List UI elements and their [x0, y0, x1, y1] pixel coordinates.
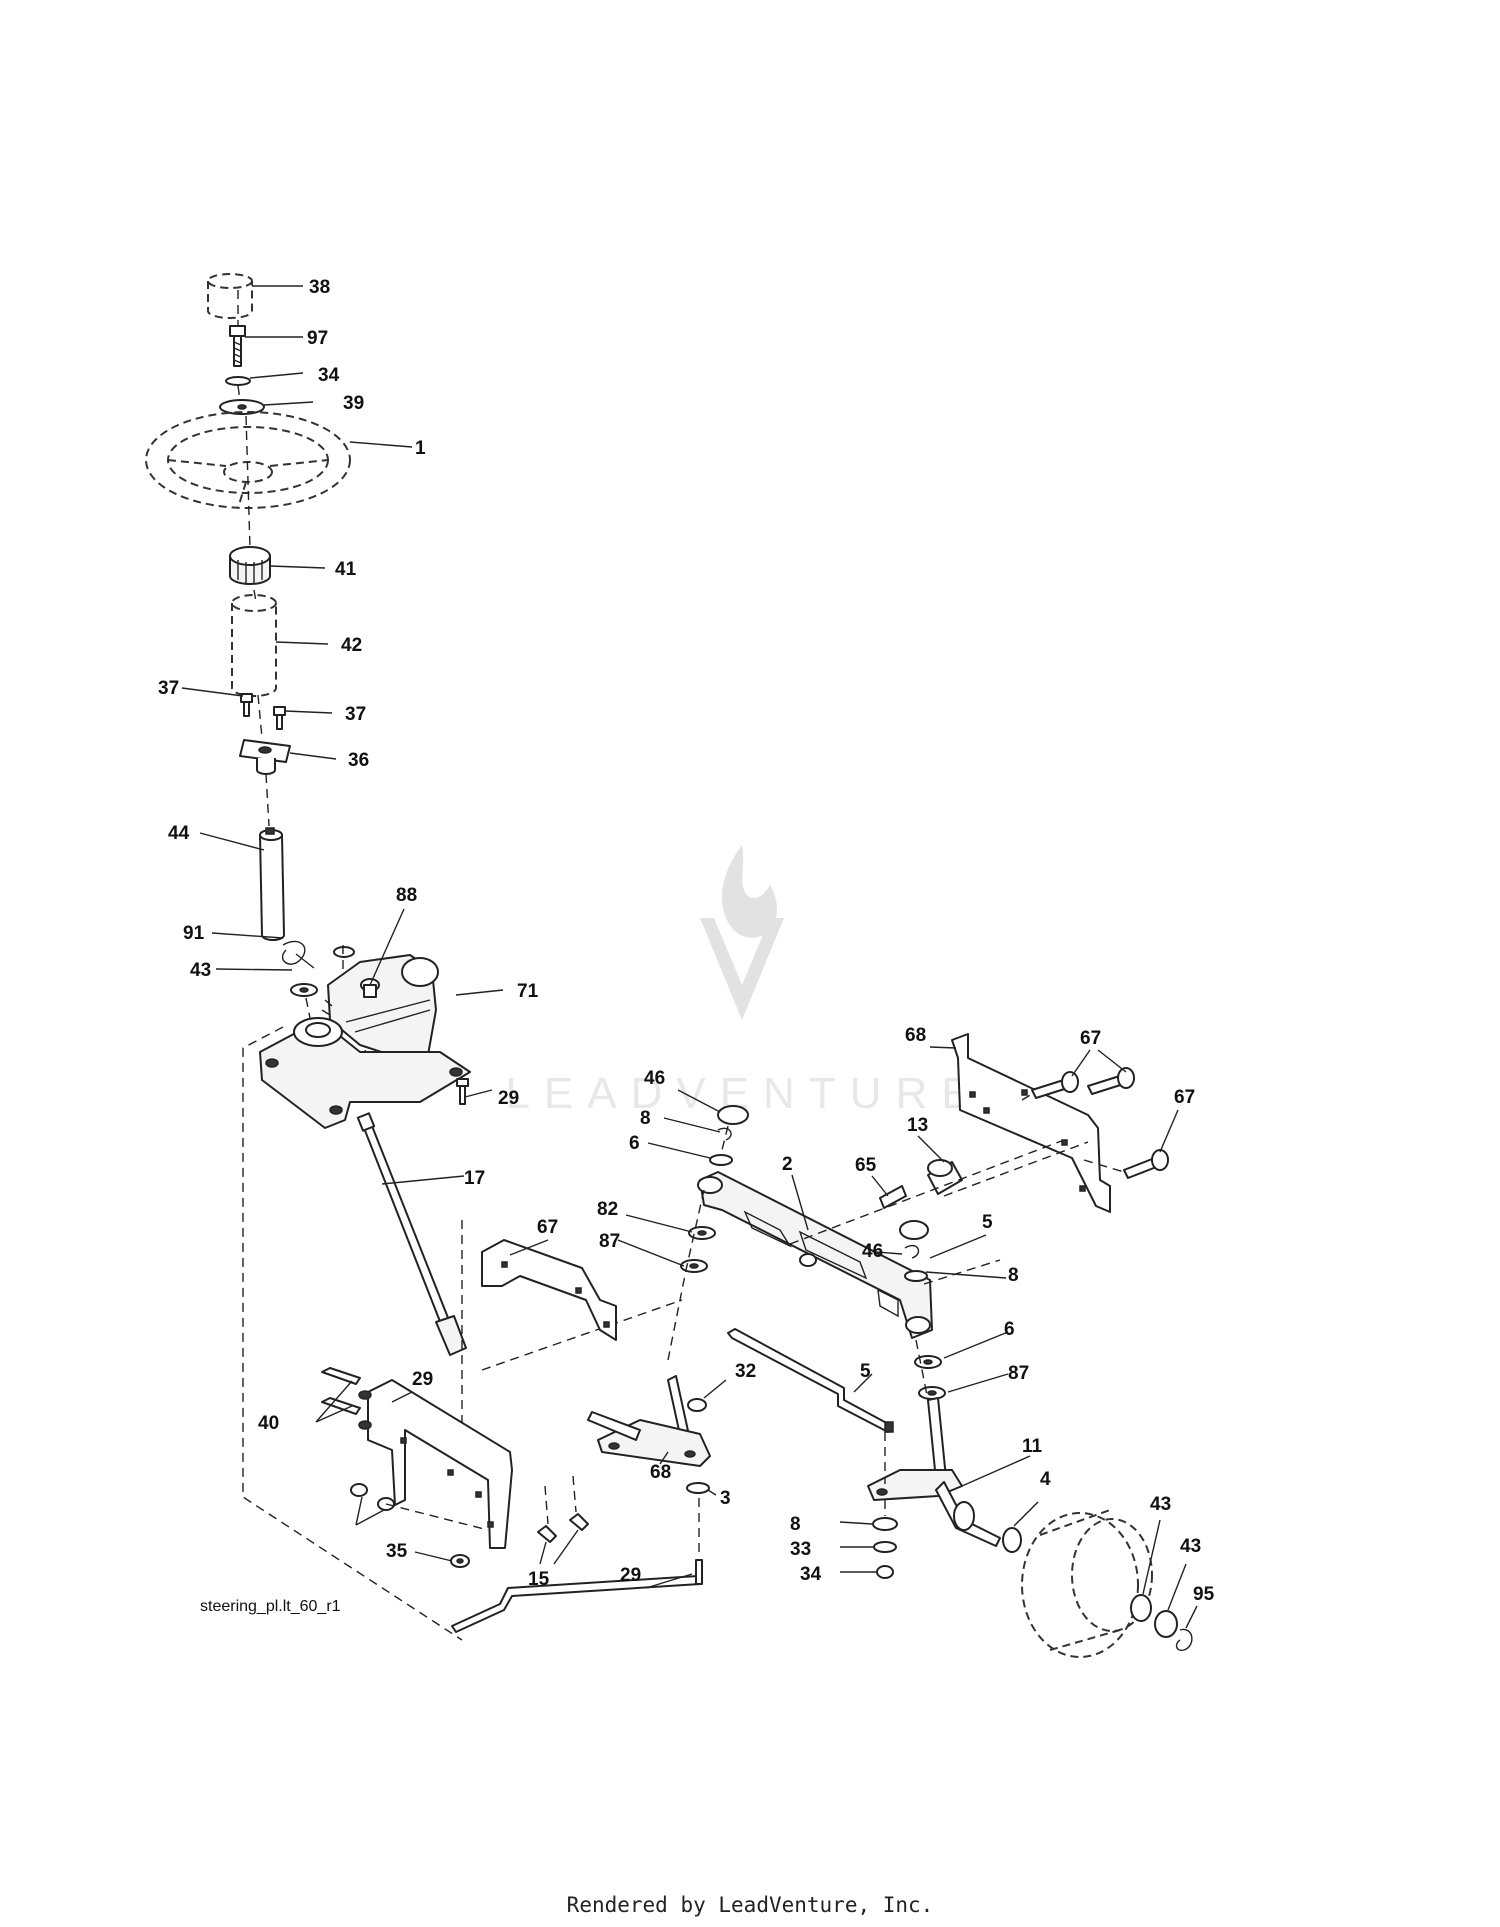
callout-4-label: 11	[1022, 1436, 1043, 1457]
callout-95-label: 43	[1180, 1536, 1201, 1557]
callout-1-label: 1	[415, 438, 426, 459]
callout-10-label: 29	[620, 1565, 641, 1586]
callout-6-upper-label: 6	[629, 1133, 640, 1154]
callout-43-right-label: 43	[1150, 1494, 1171, 1515]
callout-46-upper-label: 46	[644, 1068, 665, 1089]
callout-29-left-label: 40	[258, 1413, 279, 1434]
callout-2-label: 2	[782, 1154, 793, 1175]
callout-34-lower-label: 33	[790, 1539, 811, 1560]
drawing-code-label: steering_pl.lt_60_r1	[200, 1598, 341, 1615]
callout-97-label: 97	[307, 328, 328, 349]
callout-37-right-label: 37	[345, 704, 366, 725]
callout-35-label: 34	[800, 1564, 822, 1585]
callout-41-label: 41	[335, 559, 357, 580]
callout-33-label: 8	[790, 1514, 801, 1535]
callout-42-label: 42	[341, 635, 362, 656]
callout-34-label: 34	[318, 365, 340, 386]
callout-5-right-label: 87	[1008, 1363, 1029, 1384]
callout-5-left-label: 87	[599, 1231, 620, 1252]
callout-46-lower-label: 5	[982, 1212, 993, 1233]
callout-67-top-label: 67	[1080, 1028, 1101, 1049]
callout-29-lower-label: 15	[528, 1569, 550, 1590]
callout-13-label: 13	[907, 1115, 928, 1136]
callout-88-label: 88	[396, 885, 417, 906]
render-credit-footer: Rendered by LeadVenture, Inc.	[566, 1893, 934, 1917]
callout-15-label: 35	[386, 1541, 408, 1562]
callout-8-upper-label: 8	[640, 1108, 651, 1129]
callout-44-label: 44	[168, 823, 190, 844]
callout-3-label: 68	[650, 1462, 671, 1483]
callout-labels: 38 97 34 39 1 41 42 37 37 36 44 88 91 43…	[158, 277, 1215, 1605]
callout-37-left-label: 37	[158, 678, 179, 699]
front-axle-parts	[451, 1105, 1193, 1658]
callout-17-label: 17	[464, 1168, 485, 1189]
callout-65-label: 65	[855, 1155, 877, 1176]
callout-8-lower-label: 46	[862, 1241, 883, 1262]
callout-32-label: 5	[860, 1361, 871, 1382]
callout-11-label: 3	[720, 1488, 731, 1509]
callout-36-label: 36	[348, 750, 369, 771]
callout-39-label: 39	[343, 393, 364, 414]
callout-68-right-label: 68	[905, 1025, 926, 1046]
callout-87-right-label: 6	[1004, 1319, 1015, 1340]
leadventure-watermark: LEADVENTURE	[505, 845, 971, 1118]
callout-67-side-label: 67	[1174, 1087, 1195, 1108]
leader-lines	[181, 285, 1198, 1629]
callout-91-label: 91	[183, 923, 205, 944]
callout-38-label: 38	[309, 277, 330, 298]
callout-68-left-label: 29	[412, 1369, 433, 1390]
callout-6-lower-label: 8	[1008, 1265, 1019, 1286]
callout-82-label: 67	[537, 1217, 558, 1238]
callout-29-upper-label: 29	[498, 1088, 519, 1109]
frame-bracket-parts	[321, 1033, 1169, 1568]
callout-8-wheel-label: 95	[1193, 1584, 1215, 1605]
callout-43-upper-label: 43	[190, 960, 211, 981]
callout-43-mid-label: 4	[1040, 1469, 1051, 1490]
callout-40-label: 32	[735, 1361, 756, 1382]
callout-71-label: 71	[517, 981, 539, 1002]
steering-column-parts	[145, 273, 683, 1641]
callout-87-left-label: 82	[597, 1199, 618, 1220]
